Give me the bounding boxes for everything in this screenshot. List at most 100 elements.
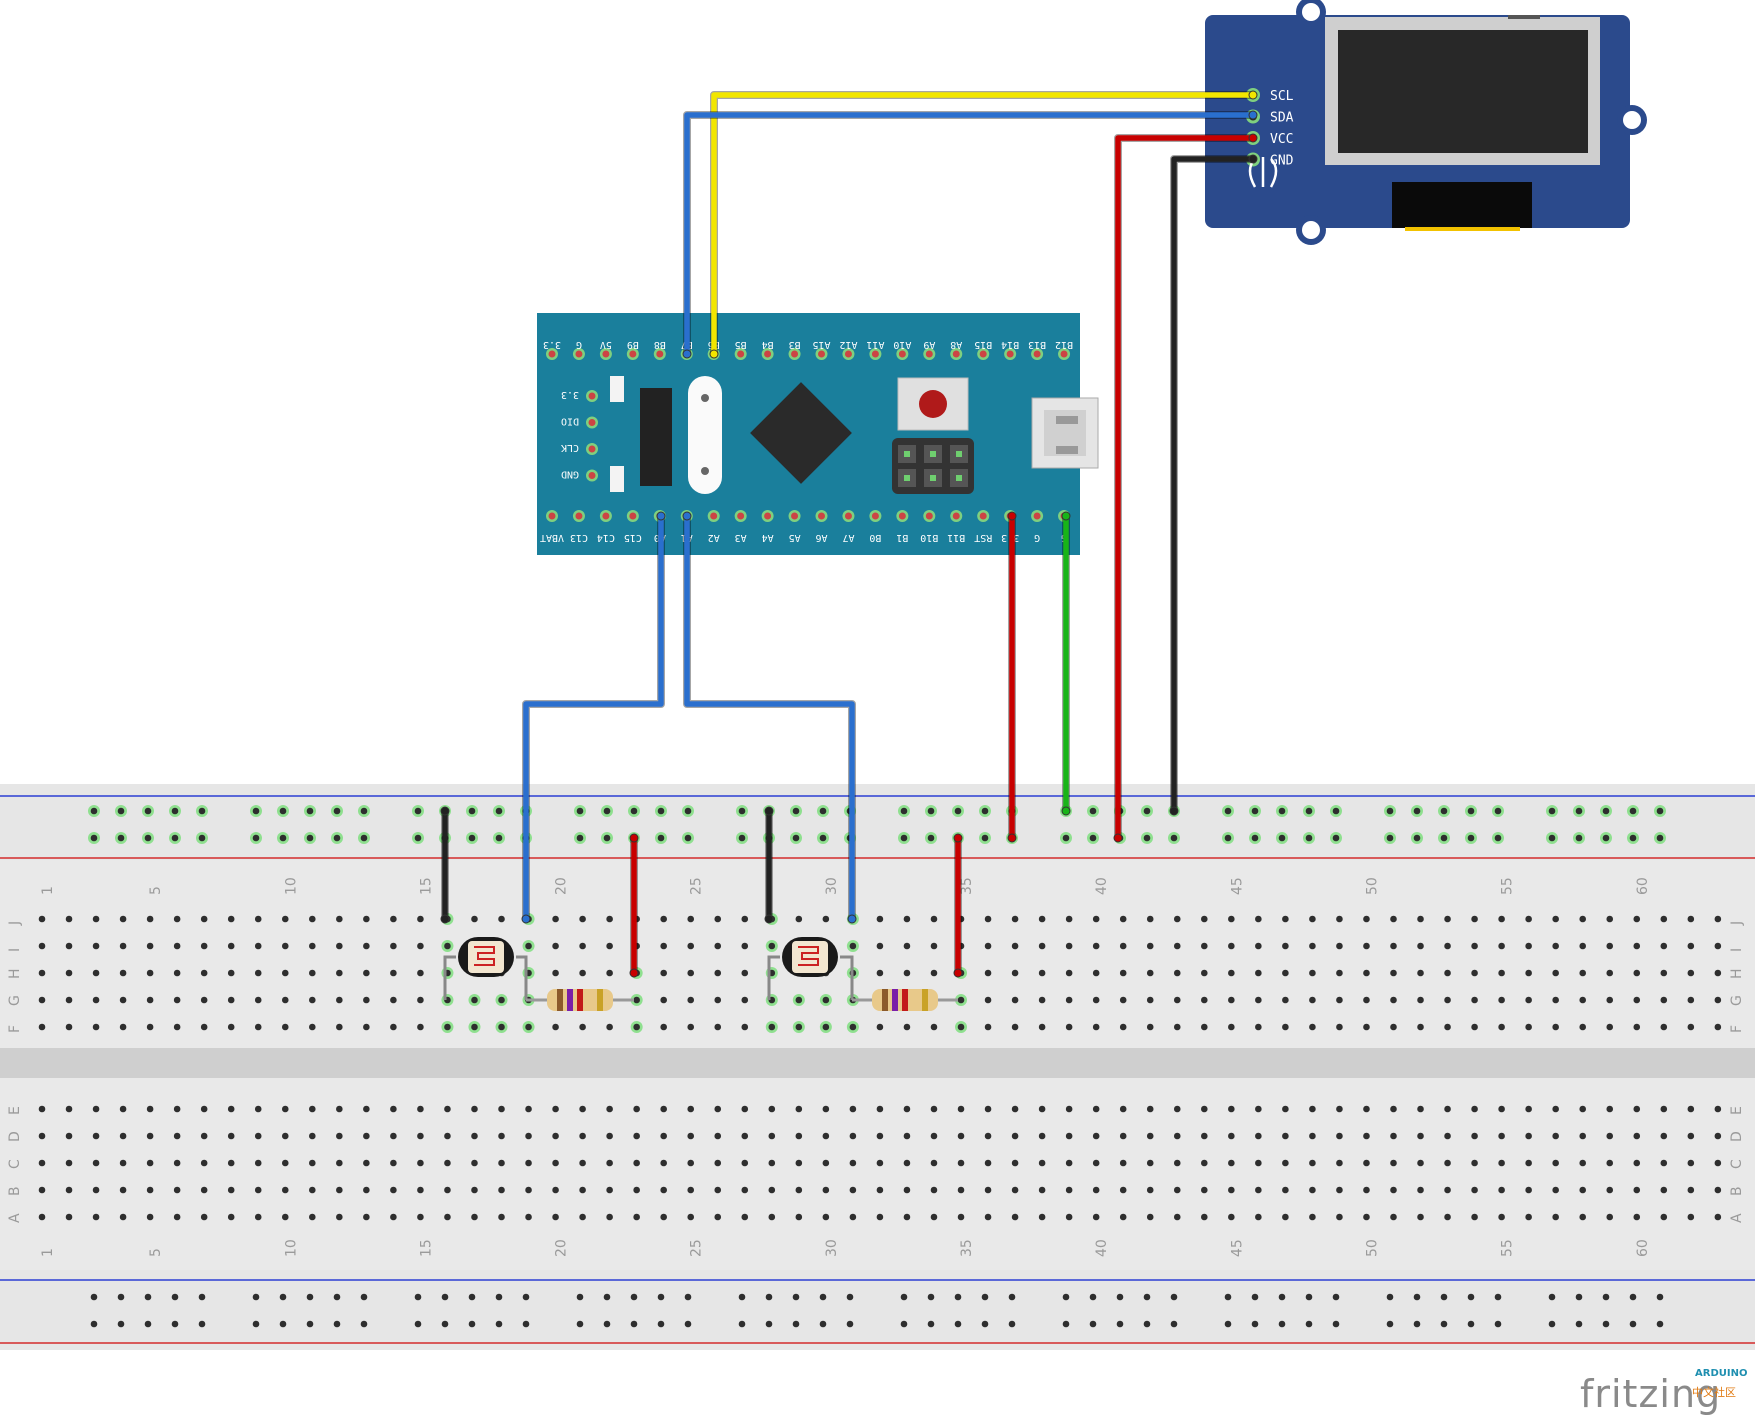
terminal-hole [309,996,316,1004]
terminal-hole [309,1186,316,1194]
pin-label-bottom: A6 [815,532,827,543]
rail-hole [1602,1320,1610,1328]
terminal-hole [1390,942,1397,950]
terminal-hole [1255,1023,1262,1031]
terminal-hole [795,1159,803,1167]
terminal-hole [227,915,235,923]
terminal-hole [1173,1186,1181,1194]
terminal-hole [1065,996,1073,1004]
terminal-hole [336,1023,343,1031]
rail-hole [846,1293,854,1301]
terminal-hole [1417,942,1424,950]
terminal-hole [1390,1213,1397,1221]
terminal-hole [254,1186,262,1194]
terminal-hole [1200,1186,1208,1194]
terminal-hole [552,1213,559,1221]
column-number-top: 60 [1635,877,1651,895]
terminal-hole [1714,1023,1722,1031]
rail-hole [1629,1293,1637,1301]
terminal-hole [1552,1132,1559,1140]
oled-vcc-wire-outline [1114,134,1253,838]
pin-hole [1006,350,1014,358]
rail-hole [1062,834,1070,842]
terminal-hole [146,996,154,1004]
rail-hole [1008,1293,1016,1301]
rail-hole [171,1320,179,1328]
terminal-hole [92,1132,100,1140]
rail-hole [144,807,152,815]
terminal-hole [1579,1023,1587,1031]
terminal-hole [119,996,127,1004]
terminal-hole [1633,1132,1641,1140]
pin-label-top: B12 [1055,339,1073,350]
terminal-hole [660,915,667,923]
terminal-hole [606,915,613,923]
rail-hole [657,1320,665,1328]
terminal-hole [1552,969,1559,977]
terminal-hole [579,915,586,923]
pin-hole [844,512,852,520]
terminal-hole [768,1132,776,1140]
rail-hole [1116,1293,1124,1301]
rail-hole [954,807,962,815]
terminal-hole [606,1213,613,1221]
terminal-hole [200,1105,208,1113]
column-number-bottom: 10 [283,1239,299,1257]
rail-hole [468,1293,476,1301]
terminal-hole [1309,1023,1316,1031]
terminal-hole [390,1213,397,1221]
terminal-hole [714,1023,722,1031]
terminal-hole [687,969,695,977]
terminal-hole [1525,1186,1532,1194]
terminal-hole [957,1105,965,1113]
terminal-hole [687,1105,695,1113]
terminal-hole [957,996,965,1004]
terminal-hole [1173,1213,1181,1221]
terminal-hole [1065,1023,1073,1031]
terminal-hole [1173,915,1181,923]
terminal-hole [984,915,992,923]
terminal-hole [227,1213,235,1221]
terminal-hole [633,1105,640,1113]
rail-hole [468,1320,476,1328]
terminal-hole [1065,969,1073,977]
terminal-hole [1282,1159,1289,1167]
terminal-hole [633,1023,640,1031]
wires [440,90,1258,978]
rail-hole [576,807,584,815]
jumper-pin-center [956,451,962,457]
row-letter-left: H [7,968,23,979]
terminal-hole [38,1132,46,1140]
ldr-lead [767,955,780,1000]
rail-hole [1143,834,1151,842]
terminal-hole [119,1105,127,1113]
terminal-hole [1173,1132,1181,1140]
rail-hole [1467,1320,1475,1328]
terminal-hole [1444,1159,1451,1167]
terminal-hole [200,996,208,1004]
pin-label-bottom: B1 [896,532,908,543]
rail-hole [495,807,503,815]
rail-hole [171,807,179,815]
terminal-hole [984,1105,992,1113]
terminal-hole [903,1159,911,1167]
terminal-hole [1282,1105,1289,1113]
terminal-hole [1119,996,1127,1004]
terminal-hole [822,1105,830,1113]
rail-hole [981,834,989,842]
terminal-hole [633,1186,640,1194]
terminal-hole [1011,1186,1019,1194]
terminal-hole [1309,1105,1316,1113]
terminal-hole [660,1023,667,1031]
terminal-hole [876,942,884,950]
terminal-hole [903,942,911,950]
terminal-hole [1525,969,1532,977]
rail-hole [657,807,665,815]
resistor-band [892,989,898,1011]
rail-hole [441,1320,449,1328]
terminal-hole [930,1213,938,1221]
row-letter-right: A [1729,1213,1745,1223]
terminal-hole [1092,1132,1100,1140]
terminal-hole [309,1132,316,1140]
terminal-hole [660,1213,667,1221]
